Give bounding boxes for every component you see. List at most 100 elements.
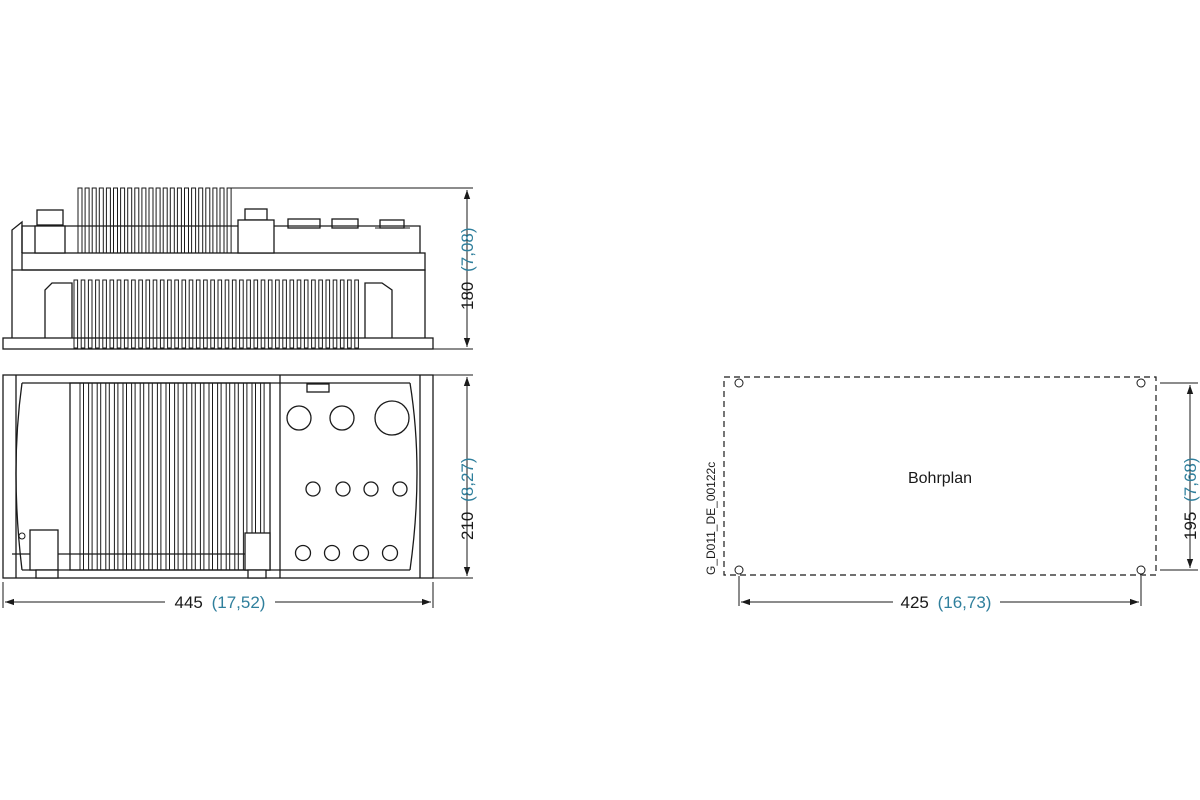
side-fin-top (91, 187, 97, 254)
side-fin-bottom (224, 279, 230, 349)
side-fin-top (77, 187, 83, 254)
small-holes (294, 481, 408, 562)
front-view-fins (79, 383, 265, 570)
side-fin-bottom (318, 279, 323, 349)
drill-plan-outline (723, 376, 1157, 576)
drill-hole-bottom-right (1136, 565, 1146, 575)
front-view (2, 374, 434, 579)
side-fin-top (105, 187, 111, 254)
side-fin-bottom (138, 279, 143, 349)
side-fin-top (169, 187, 175, 254)
side-fin-bottom (339, 279, 345, 349)
panel-hole (323, 544, 341, 562)
side-fin-bottom (87, 279, 93, 349)
side-fin-bottom (210, 279, 215, 349)
side-fin-bottom (123, 279, 129, 349)
width-unit-imperial: (17,52) (212, 593, 266, 612)
side-fin-bottom (131, 279, 136, 349)
panel-hole (363, 481, 379, 497)
side-fin-bottom (246, 279, 251, 349)
drill-width-imperial: (16,73) (938, 593, 992, 612)
cable-gland-large (374, 400, 410, 436)
side-fin-bottom (289, 279, 295, 349)
side-fin-bottom (267, 279, 273, 349)
drill-width-value: 425 (901, 593, 929, 612)
drill-plan: Bohrplan (723, 376, 1157, 576)
side-fin-bottom (282, 279, 287, 349)
side-fin-bottom (260, 279, 266, 349)
side-fin-top (219, 187, 225, 254)
dimension-drill-depth: 195 (7,68) (1160, 382, 1200, 571)
drill-depth-value: 195 (1181, 512, 1200, 540)
side-fin-top (205, 187, 211, 254)
drill-plan-label: Bohrplan (908, 470, 972, 487)
depth-front-value: 210 (458, 512, 477, 540)
side-fin-bottom (303, 279, 309, 349)
side-fin-top (191, 187, 197, 254)
side-view (2, 187, 434, 350)
side-fin-bottom (80, 279, 86, 349)
dimension-depth-front: 210 (8,27) (433, 374, 477, 579)
side-fin-bottom (203, 279, 208, 349)
side-fin-bottom (325, 279, 331, 349)
side-fin-top (120, 187, 126, 254)
panel-hole (335, 481, 351, 497)
depth-front-imperial: (8,27) (458, 457, 477, 501)
side-fin-bottom (145, 279, 151, 349)
side-fin-top (212, 187, 218, 254)
panel-hole (294, 544, 312, 562)
panel-hole (381, 544, 399, 562)
width-unit-value: 445 (175, 593, 203, 612)
drill-depth-imperial: (7,68) (1181, 457, 1200, 501)
side-fin-bottom (275, 279, 280, 349)
svg-text:445 (17,52): 445 (17,52) (175, 593, 266, 612)
side-fin-bottom (174, 279, 179, 349)
side-fin-top (176, 187, 182, 254)
drill-hole-bottom-left (734, 565, 744, 575)
dimension-width-unit: 445 (17,52) (2, 582, 434, 612)
drawing-id: G_D011_DE_00122c (704, 462, 718, 575)
side-fin-top (113, 187, 118, 254)
dimension-drill-width: 425 (16,73) (738, 576, 1142, 612)
side-fin-top (148, 187, 154, 254)
side-fin-bottom (159, 279, 165, 349)
side-fin-top (141, 187, 147, 254)
height-side-value: 180 (458, 282, 477, 310)
side-fin-bottom (188, 279, 194, 349)
side-fin-top (127, 187, 133, 254)
side-view-lower-fins (73, 279, 359, 349)
panel-hole (352, 544, 370, 562)
dimension-height-side: 180 (7,08) (230, 187, 477, 350)
side-fin-top (184, 187, 189, 254)
side-fin-bottom (332, 279, 338, 349)
height-side-imperial: (7,08) (458, 227, 477, 271)
side-fin-top (226, 187, 232, 254)
cable-gland-2 (329, 405, 355, 431)
side-fin-bottom (167, 279, 172, 349)
side-fin-bottom (195, 279, 201, 349)
svg-text:425 (16,73): 425 (16,73) (901, 593, 992, 612)
drill-hole-top-right (1136, 378, 1146, 388)
side-fin-top (155, 187, 161, 254)
side-fin-bottom (73, 279, 79, 349)
panel-hole (392, 481, 408, 497)
svg-text:180 (7,08): 180 (7,08) (458, 227, 477, 310)
side-fin-top (84, 187, 90, 254)
side-fin-bottom (95, 279, 100, 349)
drill-hole-top-left (734, 378, 744, 388)
side-fin-top (134, 187, 140, 254)
cable-gland-1 (286, 405, 312, 431)
side-fin-bottom (311, 279, 316, 349)
side-fin-bottom (239, 279, 244, 349)
side-fin-bottom (109, 279, 115, 349)
side-fin-bottom (217, 279, 223, 349)
side-fin-bottom (253, 279, 259, 349)
side-fin-top (162, 187, 168, 254)
side-fin-bottom (296, 279, 302, 349)
side-fin-bottom (231, 279, 237, 349)
side-fin-top (198, 187, 204, 254)
side-fin-bottom (152, 279, 158, 349)
side-fin-bottom (102, 279, 107, 349)
side-view-upper-fins (77, 187, 232, 254)
